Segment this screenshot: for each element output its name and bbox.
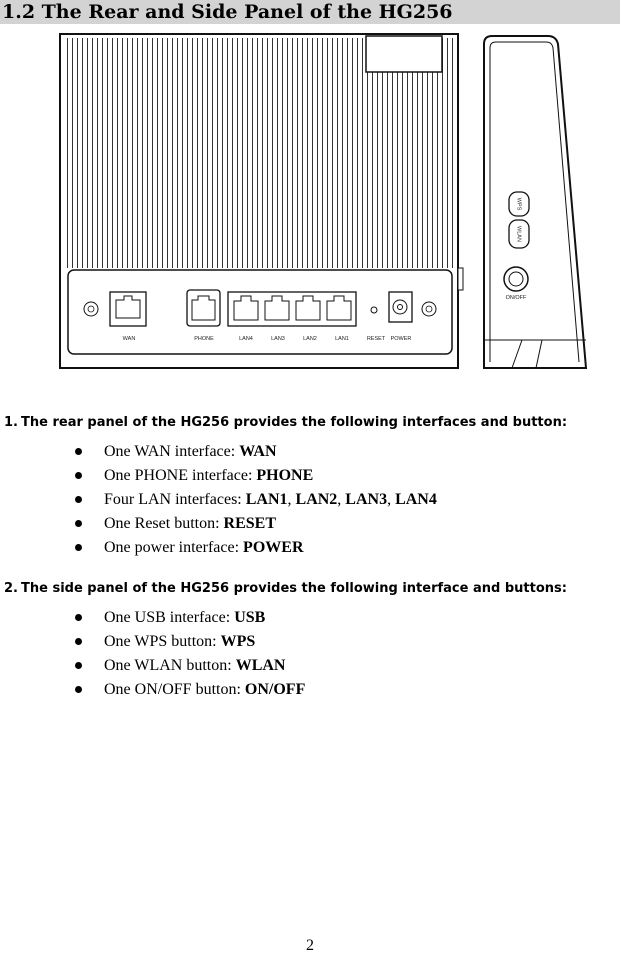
side-label-wlan: WLAN: [516, 226, 522, 242]
port-label-lan4: LAN4: [239, 336, 253, 342]
list-item: One USB interface: USB: [0, 606, 620, 630]
page-number: 2: [306, 937, 314, 954]
list-item-label: One Reset button:: [104, 515, 224, 532]
side-label-onoff: ON/OFF: [506, 295, 527, 301]
rear-panel: WAN PHONE LAN4 LAN3 LAN2 LAN1 RESET POWE…: [59, 33, 464, 369]
hg256-panels-drawing: WAN PHONE LAN4 LAN3 LAN2 LAN1 RESET POWE…: [59, 33, 588, 369]
onoff-side-button: [503, 266, 529, 292]
list-item-value: WPS: [220, 633, 256, 650]
rear-panel-heading-text: The rear panel of the HG256 provides the…: [21, 415, 568, 430]
device-illustration: WAN PHONE LAN4 LAN3 LAN2 LAN1 RESET POWE…: [0, 28, 620, 378]
list-item: Four LAN interfaces: LAN1, LAN2, LAN3, L…: [0, 488, 620, 512]
list-item-label: One power interface:: [104, 539, 244, 556]
list-item: One WPS button: WPS: [0, 630, 620, 654]
wan-port: [109, 291, 147, 327]
port-label-power: POWER: [391, 336, 412, 342]
list-item-label: One PHONE interface:: [104, 467, 257, 484]
list-item-label: One ON/OFF button:: [104, 681, 245, 698]
list-item-value: ON/OFF: [244, 681, 306, 698]
reset-button: [370, 306, 378, 314]
list-item: One Reset button: RESET: [0, 512, 620, 536]
list-item-value: WLAN: [235, 657, 286, 674]
list-item-separator: ,: [337, 491, 346, 508]
rear-panel-heading: 1.The rear panel of the HG256 provides t…: [4, 414, 620, 432]
list-item-value: LAN3: [345, 491, 388, 508]
wps-side-button: [508, 191, 530, 217]
side-label-wps: WPS: [516, 198, 522, 211]
list-item-value: LAN1: [245, 491, 288, 508]
list-item-value: USB: [234, 609, 266, 626]
screw-right: [421, 301, 437, 317]
phone-port: [186, 289, 221, 327]
list-item-label: One WLAN button:: [104, 657, 236, 674]
power-port: [388, 291, 413, 323]
side-panel-heading-text: The side panel of the HG256 provides the…: [21, 581, 567, 596]
side-panel: WPS WLAN ON/OFF: [483, 35, 588, 369]
screw-left: [83, 301, 99, 317]
port-label-lan1: LAN1: [335, 336, 349, 342]
section-title: 1.2 The Rear and Side Panel of the HG256: [0, 0, 620, 24]
wlan-side-button: [508, 219, 530, 249]
port-label-lan3: LAN3: [271, 336, 285, 342]
side-panel-heading: 2.The side panel of the HG256 provides t…: [4, 580, 620, 598]
list-item: One WLAN button: WLAN: [0, 654, 620, 678]
rear-panel-number: 1.: [4, 415, 18, 430]
port-label-phone: PHONE: [194, 336, 214, 342]
list-item-separator: ,: [287, 491, 296, 508]
side-panel-number: 2.: [4, 581, 18, 596]
list-item: One PHONE interface: PHONE: [0, 464, 620, 488]
list-item: One WAN interface: WAN: [0, 440, 620, 464]
list-item-label: Four LAN interfaces:: [104, 491, 246, 508]
list-item: One power interface: POWER: [0, 536, 620, 560]
lan-ports: [227, 291, 357, 327]
list-item-value: LAN2: [295, 491, 338, 508]
list-item-separator: ,: [387, 491, 396, 508]
list-item: One ON/OFF button: ON/OFF: [0, 678, 620, 702]
list-item-label: One USB interface:: [104, 609, 235, 626]
list-item-value: WAN: [239, 443, 277, 460]
list-item-label: One WAN interface:: [104, 443, 240, 460]
list-item-value: LAN4: [395, 491, 437, 508]
list-item-value: POWER: [243, 539, 304, 556]
usb-cover: [365, 35, 443, 73]
list-item-value: RESET: [223, 515, 277, 532]
port-label-lan2: LAN2: [303, 336, 317, 342]
port-label-reset: RESET: [367, 336, 386, 342]
port-label-wan: WAN: [123, 336, 136, 342]
list-item-value: PHONE: [256, 467, 314, 484]
list-item-label: One WPS button:: [104, 633, 221, 650]
